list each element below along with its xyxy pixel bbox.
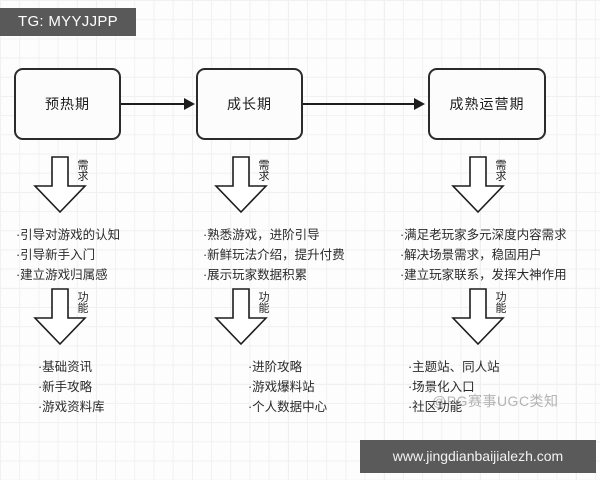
phase-box-2[interactable]: 成长期 — [196, 68, 303, 140]
function-list-1-line-2: ·新手攻略 — [38, 380, 93, 394]
phase-box-1[interactable]: 预热期 — [14, 68, 121, 140]
function-list-2-line-2: ·游戏爆料站 — [248, 380, 315, 394]
function-list-1: ·基础资讯 ·新手攻略 ·游戏资料库 — [38, 357, 105, 417]
block-arrow-down-icon — [33, 156, 87, 214]
demand-list-1-line-2: ·引导新手入门 — [16, 248, 96, 262]
demand-list-1-line-1: ·引导对游戏的认知 — [16, 228, 121, 242]
demand-list-2-line-3: ·展示玩家数据积累 — [203, 268, 308, 282]
function-arrow-2-label: 功能 — [257, 291, 269, 313]
demand-list-1: ·引导对游戏的认知 ·引导新手入门 ·建立游戏归属感 — [16, 225, 120, 285]
demand-arrow-1: 需求 — [32, 156, 88, 214]
demand-list-2-line-1: ·熟悉游戏，进阶引导 — [203, 228, 320, 242]
function-list-2-line-3: ·个人数据中心 — [248, 400, 328, 414]
function-list-2-line-1: ·进阶攻略 — [248, 360, 303, 374]
site-url-badge: www.jingdianbaijialezh.com — [360, 440, 596, 473]
phase-box-2-label: 成长期 — [227, 96, 272, 112]
block-arrow-down-icon — [214, 156, 268, 214]
phase-box-1-label: 预热期 — [45, 96, 90, 112]
demand-arrow-3: 需求 — [450, 156, 506, 214]
function-arrow-1: 功能 — [32, 288, 88, 346]
phase-box-3-label: 成熟运营期 — [449, 96, 525, 112]
demand-list-3-line-3: ·建立玩家联系，发挥大神作用 — [400, 268, 567, 282]
arrowhead-icon — [414, 98, 425, 110]
function-list-3-line-2: ·场景化入口 — [408, 380, 475, 394]
demand-list-2-line-2: ·新鲜玩法介绍，提升付费 — [203, 248, 345, 262]
demand-list-1-line-3: ·建立游戏归属感 — [16, 268, 108, 282]
demand-list-3: ·满足老玩家多元深度内容需求 ·解决场景需求，稳固用户 ·建立玩家联系，发挥大神… — [400, 225, 567, 285]
function-list-1-line-3: ·游戏资料库 — [38, 400, 105, 414]
block-arrow-down-icon — [214, 288, 268, 346]
block-arrow-down-icon — [451, 156, 505, 214]
function-list-1-line-1: ·基础资讯 — [38, 360, 93, 374]
arrowhead-icon — [184, 98, 195, 110]
demand-list-2: ·熟悉游戏，进阶引导 ·新鲜玩法介绍，提升付费 ·展示玩家数据积累 — [203, 225, 345, 285]
demand-arrow-2-label: 需求 — [257, 159, 269, 181]
watermark-overlay: @PG赛事UGC类知 — [432, 393, 559, 409]
function-list-2: ·进阶攻略 ·游戏爆料站 ·个人数据中心 — [248, 357, 327, 417]
demand-arrow-2: 需求 — [213, 156, 269, 214]
function-list-3-line-3: ·社区功能 — [408, 400, 463, 414]
function-arrow-3-label: 功能 — [494, 291, 506, 313]
demand-list-3-line-2: ·解决场景需求，稳固用户 — [400, 248, 542, 262]
demand-arrow-1-label: 需求 — [76, 159, 88, 181]
block-arrow-down-icon — [451, 288, 505, 346]
function-arrow-1-label: 功能 — [76, 291, 88, 313]
tg-tag-badge: TG: MYYJJPP — [0, 8, 136, 36]
demand-arrow-3-label: 需求 — [494, 159, 506, 181]
connector-arrow-2-3 — [303, 98, 425, 110]
phase-box-3[interactable]: 成熟运营期 — [428, 68, 546, 140]
connector-arrow-1-2 — [121, 98, 195, 110]
demand-list-3-line-1: ·满足老玩家多元深度内容需求 — [400, 228, 567, 242]
function-list-3: ·主题站、同人站 ·场景化入口 ·社区功能 — [408, 357, 500, 417]
function-list-3-line-1: ·主题站、同人站 — [408, 360, 500, 374]
function-arrow-3: 功能 — [450, 288, 506, 346]
function-arrow-2: 功能 — [213, 288, 269, 346]
block-arrow-down-icon — [33, 288, 87, 346]
